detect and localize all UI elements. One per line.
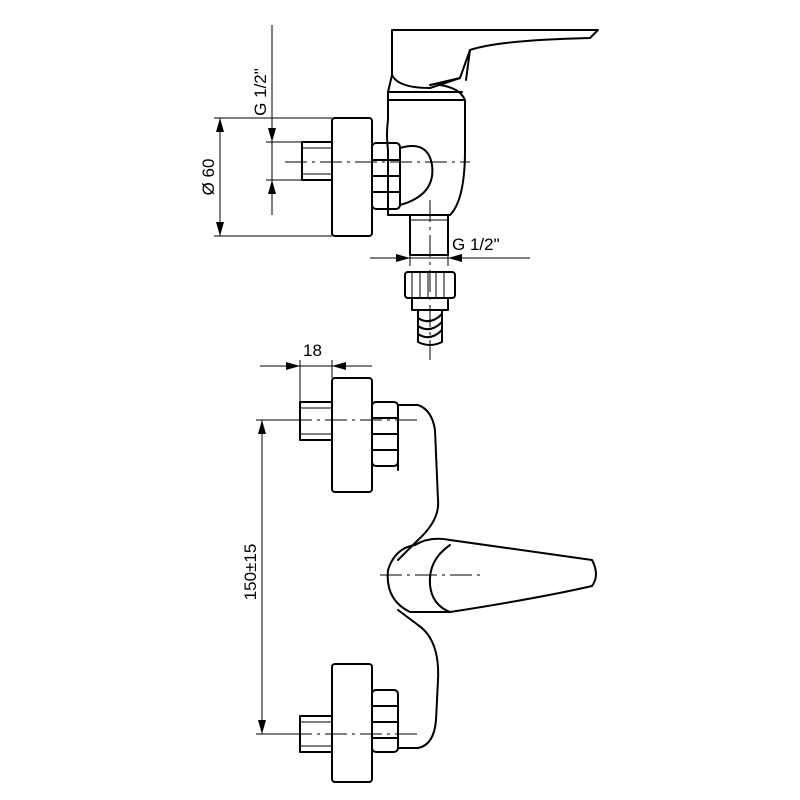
label-side-thread-bottom: G 1/2": [452, 235, 500, 254]
label-side-thread-top: G 1/2": [251, 68, 270, 116]
label-front-width: 18: [303, 341, 322, 360]
front-lower-flange: [331, 663, 373, 783]
front-upper-flange: [331, 377, 373, 493]
front-upper-inlet: [299, 401, 333, 441]
dim-front-spacing: 150±15: [241, 419, 300, 735]
dim-front-width: 18: [260, 341, 372, 402]
dim-side-diameter: Ø 60: [199, 117, 332, 237]
label-front-spacing: 150±15: [241, 544, 260, 601]
side-view: [285, 29, 599, 360]
front-view: [290, 377, 597, 783]
side-lever-handle: [391, 29, 599, 89]
label-side-diameter: Ø 60: [199, 159, 218, 196]
dim-side-thread-bottom: G 1/2": [370, 235, 530, 266]
side-lever-detail: [429, 49, 471, 86]
side-union-nut: [399, 145, 434, 206]
side-outlet-spigot: [409, 214, 449, 256]
dim-side-thread-top: G 1/2": [251, 25, 302, 215]
side-inlet-pipe: [301, 141, 333, 181]
front-body: [397, 404, 440, 749]
side-flange: [331, 117, 373, 237]
